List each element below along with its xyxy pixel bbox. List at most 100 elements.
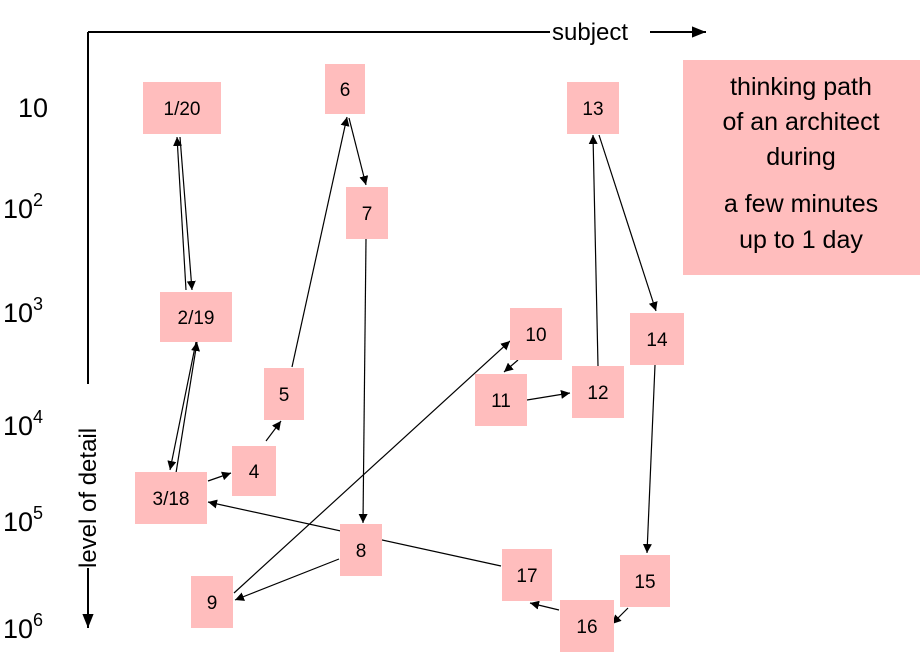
- note-line: up to 1 day: [739, 226, 863, 254]
- x-axis-label: subject: [552, 19, 628, 46]
- node-n3_18: 3/18: [135, 472, 207, 524]
- node-label: 10: [525, 325, 546, 346]
- node-box: [160, 292, 232, 342]
- node-label: 9: [207, 593, 218, 614]
- node-box: [560, 600, 614, 652]
- y-tick-label: 103: [3, 294, 43, 328]
- y-tick-label: 105: [3, 503, 43, 537]
- node-box: [135, 472, 207, 524]
- edge-n4-to-n5: [265, 420, 282, 442]
- node-box: [475, 374, 527, 426]
- note-line: during: [766, 143, 836, 171]
- node-n6: 6: [325, 64, 365, 114]
- y-tick-base: 10: [18, 93, 48, 123]
- note-text: thinking path of an architect during a few …: [722, 73, 879, 254]
- node-box: [191, 576, 233, 628]
- node-n11: 11: [475, 374, 527, 426]
- node-label: 3/18: [153, 489, 190, 510]
- edge-n13-to-n14: [598, 134, 658, 312]
- nodes: 1/20 2/19 3/18 4 5 6 7 8 9 10 11 12 13 14 15 16 17: [135, 64, 684, 652]
- node-n2_19: 2/19: [160, 292, 232, 342]
- edge-n3_18-to-n2_19: [175, 341, 201, 474]
- note-line: a few minutes: [724, 190, 878, 218]
- node-n8: 8: [340, 524, 382, 576]
- node-label: 5: [279, 385, 290, 406]
- node-n7: 7: [346, 187, 388, 239]
- note-background: [683, 60, 920, 275]
- node-box: [143, 82, 221, 134]
- node-n12: 12: [572, 366, 624, 418]
- y-tick-base: 10: [3, 614, 33, 644]
- node-label: 14: [646, 330, 668, 351]
- edge-n1_20-to-n2_19: [179, 136, 196, 291]
- node-label: 1/20: [164, 99, 201, 120]
- y-tick-exponent: 2: [33, 190, 43, 210]
- edge-n15-to-n16: [611, 607, 629, 625]
- node-box: [325, 64, 365, 114]
- node-label: 11: [491, 391, 511, 412]
- edge-n12-to-n13: [588, 134, 599, 367]
- edge-n3_18-to-n4: [207, 471, 232, 482]
- axes: subject level of detail 1010210310410510…: [3, 19, 706, 644]
- node-n16: 16: [560, 600, 614, 652]
- node-box: [567, 82, 619, 134]
- node-n13: 13: [567, 82, 619, 134]
- node-box: [502, 549, 552, 601]
- node-n4: 4: [232, 446, 276, 496]
- edges: [167, 116, 658, 625]
- edge-n7-to-n8: [358, 238, 368, 524]
- y-tick-label: 10: [18, 93, 48, 123]
- node-box: [620, 555, 670, 607]
- node-label: 12: [587, 383, 608, 404]
- node-n14: 14: [630, 313, 684, 365]
- y-tick-label: 106: [3, 610, 43, 644]
- node-n5: 5: [264, 368, 304, 420]
- node-n10: 10: [510, 308, 562, 360]
- node-label: 17: [516, 566, 537, 587]
- edge-n5-to-n6: [291, 116, 350, 368]
- node-n17: 17: [502, 549, 552, 601]
- edge-n2_19-to-n1_20: [173, 136, 187, 291]
- y-tick-base: 10: [3, 194, 33, 224]
- edge-n9-to-n10: [233, 340, 511, 594]
- note-line: of an architect: [722, 108, 879, 136]
- edge-n2_19-to-n3_18: [167, 341, 197, 471]
- y-tick-exponent: 6: [33, 610, 43, 630]
- node-label: 13: [582, 99, 603, 120]
- node-label: 2/19: [178, 308, 215, 329]
- node-box: [346, 187, 388, 239]
- edge-n11-to-n12: [526, 390, 571, 401]
- node-label: 15: [634, 572, 655, 593]
- y-tick-label: 104: [3, 407, 43, 441]
- node-box: [630, 313, 684, 365]
- node-label: 16: [576, 617, 597, 638]
- y-tick-base: 10: [3, 298, 33, 328]
- node-box: [340, 524, 382, 576]
- y-axis-label: level of detail: [75, 428, 102, 568]
- node-box: [572, 366, 624, 418]
- edge-n16-to-n17: [529, 600, 560, 611]
- y-tick-base: 10: [3, 507, 33, 537]
- edge-n8-to-n9: [234, 558, 340, 601]
- edge-n10-to-n11: [503, 359, 519, 373]
- node-n15: 15: [620, 555, 670, 607]
- y-tick-label: 102: [3, 190, 43, 224]
- edge-n6-to-n7: [348, 117, 369, 186]
- y-tick-base: 10: [3, 411, 33, 441]
- node-n9: 9: [191, 576, 233, 628]
- edge-n14-to-n15: [642, 364, 656, 554]
- node-box: [510, 308, 562, 360]
- y-tick-exponent: 3: [33, 294, 43, 314]
- node-label: 4: [249, 462, 260, 483]
- y-tick-exponent: 5: [33, 503, 43, 523]
- node-label: 7: [362, 204, 373, 225]
- y-tick-exponent: 4: [33, 407, 43, 427]
- node-n1_20: 1/20: [143, 82, 221, 134]
- node-label: 6: [340, 80, 351, 101]
- note-box: thinking path of an architect during a few …: [683, 60, 920, 275]
- node-box: [264, 368, 304, 420]
- note-line: thinking path: [730, 73, 872, 101]
- node-label: 8: [356, 541, 367, 562]
